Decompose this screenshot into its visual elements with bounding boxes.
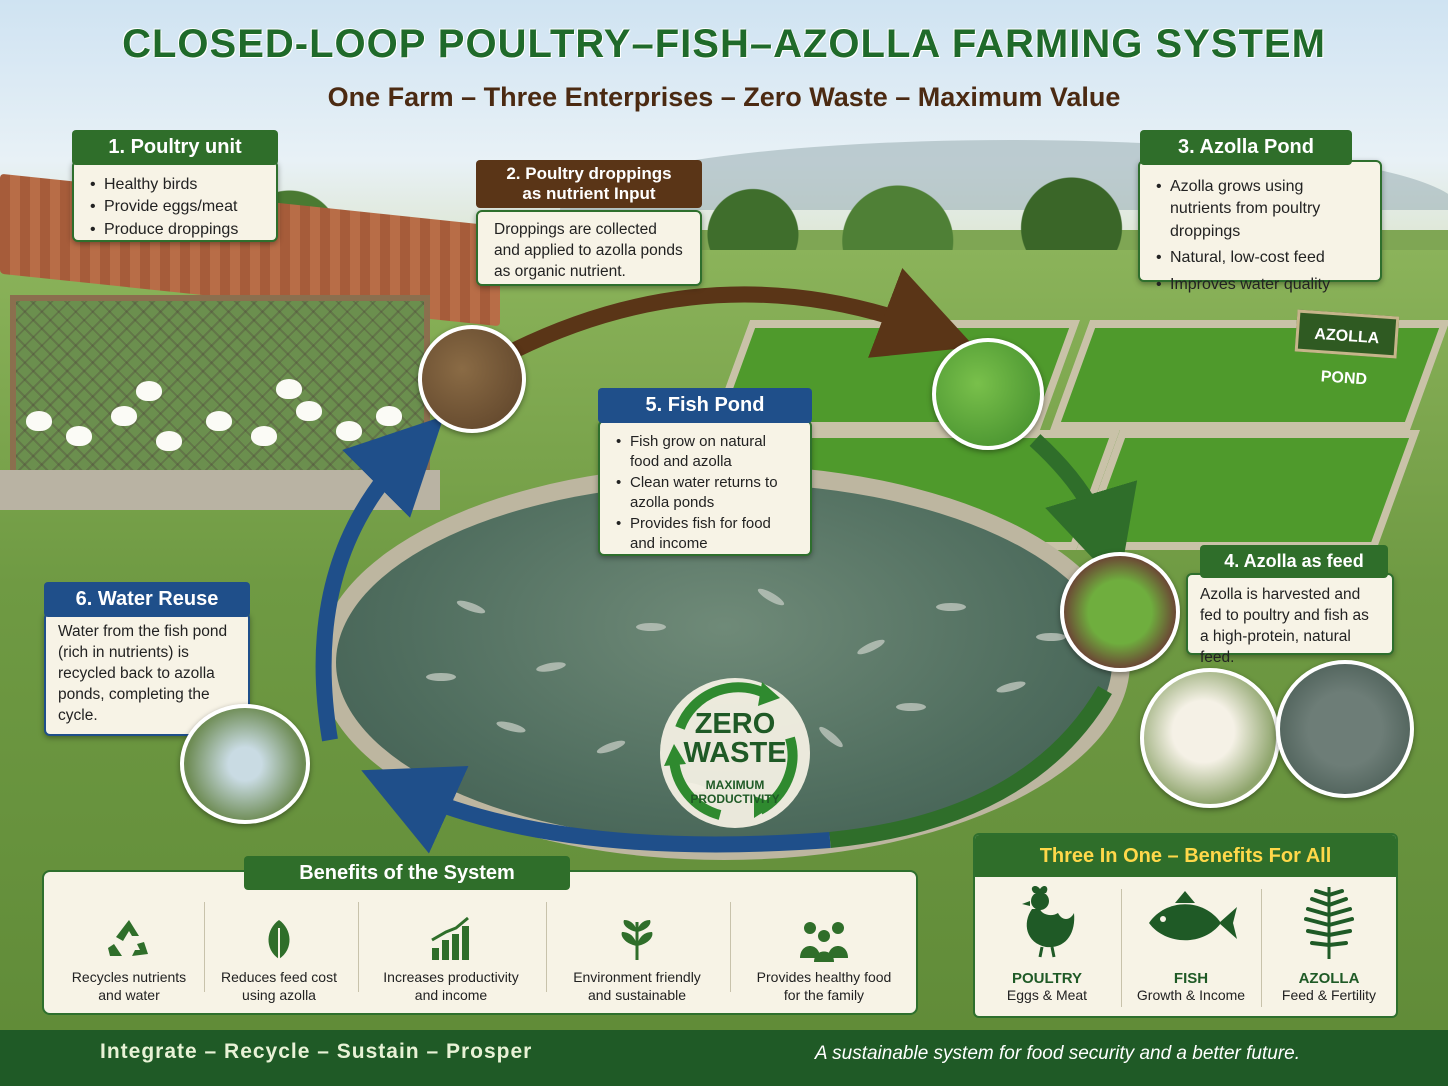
step-1-title: 1. Poultry unit: [72, 130, 278, 165]
step-5-item: Provides fish for food and income: [616, 514, 794, 553]
step-5-title: 5. Fish Pond: [598, 388, 812, 423]
step-2-text: Droppings are collected and applied to a…: [494, 221, 683, 280]
step-3-item: Natural, low-cost feed: [1156, 247, 1364, 270]
benefit-item: Increases productivity and income: [358, 902, 544, 1012]
benefit-label-line2: using azolla: [242, 987, 316, 1004]
azolla-photo: [932, 338, 1044, 450]
step-4-text: Azolla is harvested and fed to poultry a…: [1200, 586, 1369, 666]
step-5-card: Fish grow on natural food and azolla Cle…: [598, 420, 812, 556]
step-3-list: Azolla grows using nutrients from poultr…: [1156, 176, 1364, 296]
leaf-icon: [268, 920, 290, 959]
recycle-icon: [108, 920, 148, 956]
poultry-shed-illustration: [0, 173, 500, 510]
page-title: CLOSED-LOOP POULTRY–FISH–AZOLLA FARMING …: [122, 22, 1326, 66]
benefit-label-line1: Reduces feed cost: [221, 969, 337, 985]
azolla-pond-sign: AZOLLA POND: [1294, 309, 1400, 388]
step-3-item: Improves water quality: [1156, 274, 1364, 297]
benefit-divider: [204, 902, 205, 992]
benefit-label-line2: and sustainable: [587, 987, 687, 1004]
step-1-list: Healthy birds Provide eggs/meat Produce …: [90, 174, 260, 242]
three-divider: [1121, 889, 1122, 1007]
benefit-divider: [358, 902, 359, 992]
three-item-sub: Growth & Income: [1136, 987, 1246, 1003]
three-item-azolla: AZOLLA Feed & Fertility: [1259, 877, 1396, 1016]
three-item-poultry: POULTRY Eggs & Meat: [977, 877, 1117, 1016]
footer-slogan: Integrate – Recycle – Sustain – Prosper: [100, 1040, 533, 1063]
hen-icon: [1022, 886, 1075, 958]
step-1-item: Produce droppings: [90, 219, 260, 242]
arrow-azolla-to-feed: [1029, 434, 1138, 586]
benefit-label-line1: Recycles nutrients: [71, 969, 187, 985]
productivity-word: PRODUCTIVITY: [690, 792, 780, 807]
hen-eating-photo: [1140, 668, 1280, 808]
benefit-item: Recycles nutrients and water: [54, 902, 204, 1012]
arrow-water-to-poultry: [315, 416, 444, 742]
arrow-fish-to-water: [361, 765, 831, 854]
step-1-item: Provide eggs/meat: [90, 196, 260, 219]
water-pipe-photo: [180, 704, 310, 824]
benefit-divider: [546, 902, 547, 992]
fish-icon: [1149, 891, 1237, 941]
three-item-name: POULTRY: [1012, 970, 1082, 987]
droppings-photo: [418, 325, 526, 433]
step-2-title-line1: 2. Poultry droppings: [506, 164, 672, 183]
three-item-name: AZOLLA: [1298, 970, 1360, 987]
page-subtitle: One Farm – Three Enterprises – Zero Wast…: [327, 82, 1121, 112]
zero-waste-badge: ZERO WASTE MAXIMUM PRODUCTIVITY: [650, 668, 820, 838]
footer-tagline: A sustainable system for food security a…: [814, 1043, 1300, 1064]
productivity-text: MAXIMUM PRODUCTIVITY: [650, 778, 820, 807]
step-2-title: 2. Poultry droppings as nutrient Input: [476, 160, 702, 208]
growth-chart-icon: [431, 916, 469, 960]
fern-icon: [1304, 887, 1354, 959]
benefit-label-line2: and water: [98, 987, 160, 1004]
azolla-hands-photo: [1060, 552, 1180, 672]
benefit-item: Reduces feed cost using azolla: [204, 902, 354, 1012]
step-5-item: Clean water returns to azolla ponds: [616, 473, 794, 512]
step-1-item: Healthy birds: [90, 174, 260, 197]
three-item-sub: Feed & Fertility: [1281, 987, 1377, 1003]
three-in-one-panel: Three In One – Benefits For All POULTRY …: [973, 833, 1398, 1018]
three-item-fish: FISH Growth & Income: [1121, 877, 1261, 1016]
arrow-feed-to-fish: [829, 685, 1112, 848]
step-5-list: Fish grow on natural food and azolla Cle…: [616, 432, 794, 553]
footer-bar: [0, 1030, 1448, 1086]
fish-feeding-photo: [1276, 660, 1414, 798]
step-6-title: 6. Water Reuse: [44, 582, 250, 617]
three-divider: [1261, 889, 1262, 1007]
arrow-droppings-to-azolla: [511, 268, 975, 358]
step-1-card: Healthy birds Provide eggs/meat Produce …: [72, 160, 278, 242]
benefit-divider: [730, 902, 731, 992]
three-item-name: FISH: [1173, 970, 1209, 987]
benefit-label-line2: and income: [414, 987, 488, 1004]
step-3-card: Azolla grows using nutrients from poultr…: [1138, 160, 1382, 296]
waste-word: WASTE: [683, 737, 787, 769]
benefits-title: Benefits of the System: [244, 856, 570, 890]
step-4-title: 4. Azolla as feed: [1200, 545, 1388, 578]
three-item-sub: Eggs & Meat: [1006, 987, 1088, 1003]
benefit-item: Provides healthy food for the family: [734, 902, 914, 1012]
step-3-title: 3. Azolla Pond: [1140, 130, 1352, 165]
benefit-label-line2: for the family: [783, 987, 865, 1004]
benefit-label-line1: Increases productivity: [383, 969, 519, 985]
step-5-item: Fish grow on natural food and azolla: [616, 432, 794, 471]
step-3-item: Azolla grows using nutrients from poultr…: [1156, 176, 1364, 243]
step-6-text: Water from the fish pond (rich in nutrie…: [58, 623, 228, 724]
maximum-word: MAXIMUM: [705, 778, 765, 792]
three-in-one-title: Three In One – Benefits For All: [975, 835, 1396, 877]
benefits-panel: Benefits of the System Recycles nutrient…: [42, 856, 918, 1015]
zero-waste-text: ZERO WASTE: [650, 710, 820, 768]
step-2-title-line2: as nutrient Input: [522, 184, 656, 203]
step-2-card: Droppings are collected and applied to a…: [476, 210, 702, 286]
benefit-label-line1: Environment friendly: [573, 969, 701, 985]
benefit-label-line1: Provides healthy food: [756, 969, 892, 985]
family-icon: [800, 922, 848, 962]
zero-word: ZERO: [694, 708, 776, 740]
step-4-card: Azolla is harvested and fed to poultry a…: [1186, 573, 1394, 666]
plant-icon: [621, 920, 653, 960]
benefit-item: Environment friendly and sustainable: [546, 902, 728, 1012]
recycle-ring-icon: [660, 678, 810, 828]
